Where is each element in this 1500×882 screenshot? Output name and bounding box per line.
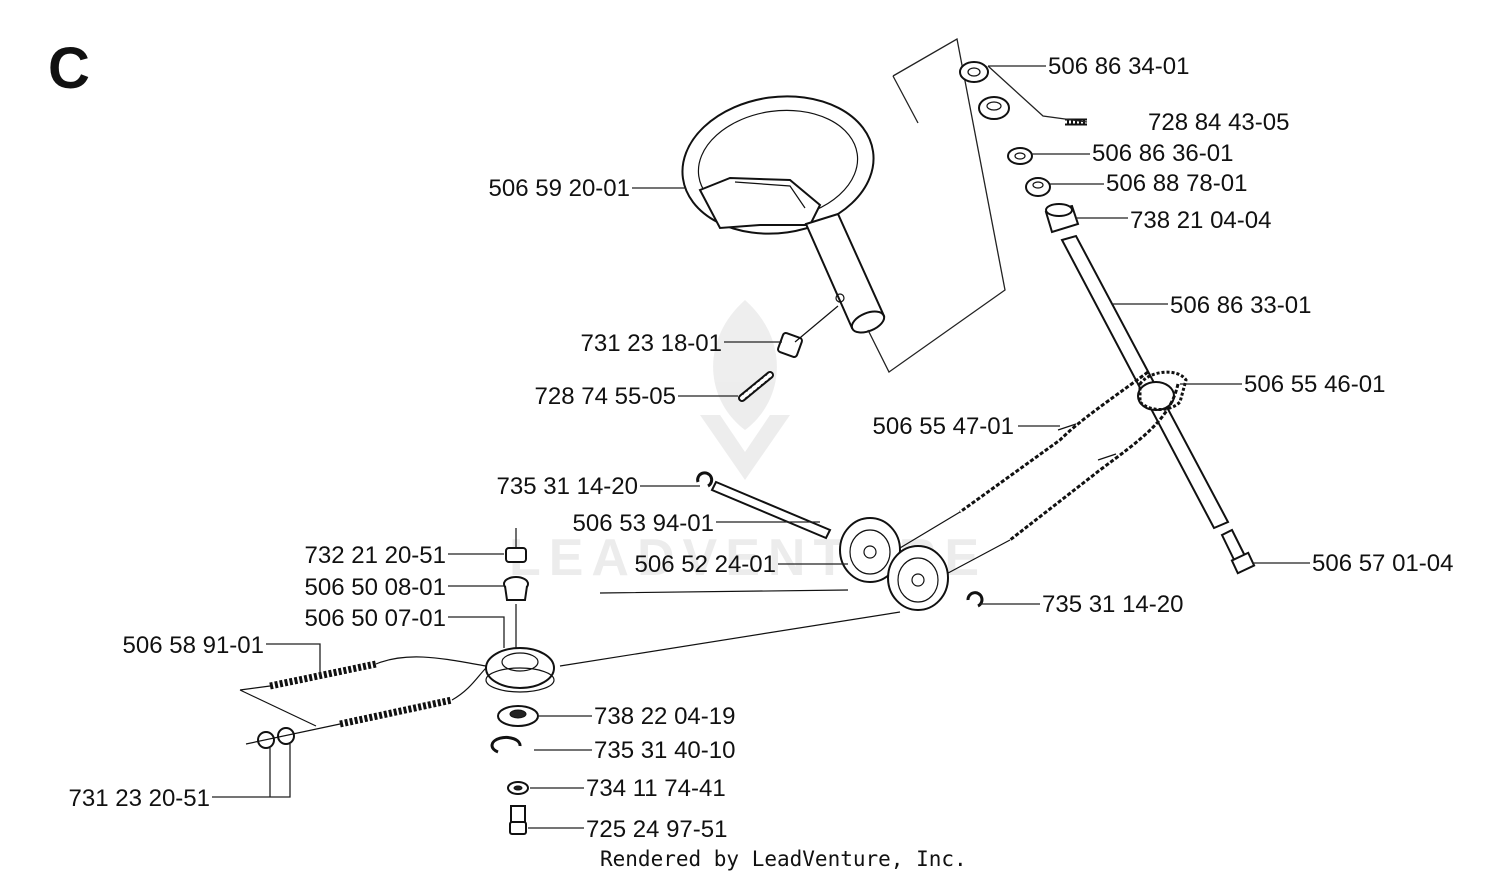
callout-506-88-78-01: 506 88 78-01: [1106, 170, 1247, 197]
watermark-logo: [700, 300, 790, 480]
pulley-axle: [559, 471, 984, 667]
callout-738-21-04-04: 738 21 04-04: [1130, 207, 1271, 234]
callout-506-86-36-01: 506 86 36-01: [1092, 140, 1233, 167]
callout-506-86-34-01: 506 86 34-01: [1048, 53, 1189, 80]
callout-738-22-04-19: 738 22 04-19: [594, 703, 735, 730]
steering-shaft: [959, 61, 1256, 575]
callout-735-31-14-20-bottom: 735 31 14-20: [1042, 591, 1183, 618]
callout-506-57-01-04: 506 57 01-04: [1312, 550, 1453, 577]
callout-731-23-18-01: 731 23 18-01: [581, 330, 722, 357]
callout-506-86-33-01: 506 86 33-01: [1170, 292, 1311, 319]
callout-735-31-14-20-top: 735 31 14-20: [497, 473, 638, 500]
callout-506-55-47-01: 506 55 47-01: [873, 413, 1014, 440]
section-label: C: [48, 36, 90, 101]
callout-506-50-08-01: 506 50 08-01: [305, 574, 446, 601]
callout-506-53-94-01: 506 53 94-01: [573, 510, 714, 537]
callout-734-11-74-41: 734 11 74-41: [586, 775, 726, 802]
tie-rods: [239, 656, 487, 749]
callout-731-23-20-51: 731 23 20-51: [69, 785, 210, 812]
callout-506-55-46-01: 506 55 46-01: [1244, 371, 1385, 398]
footer-credit: Rendered by LeadVenture, Inc.: [600, 847, 967, 871]
callout-728-84-43-05: 728 84 43-05: [1148, 109, 1289, 136]
callout-735-31-40-10: 735 31 40-10: [594, 737, 735, 764]
leader-lines: [212, 65, 1310, 829]
part-callouts: 506 86 34-01 728 84 43-05 506 86 36-01 5…: [69, 53, 1454, 843]
callout-728-74-55-05: 728 74 55-05: [535, 383, 676, 410]
callout-506-50-07-01: 506 50 07-01: [305, 605, 446, 632]
callout-732-21-20-51: 732 21 20-51: [305, 542, 446, 569]
lower-pivot: [485, 528, 555, 835]
callout-506-58-91-01: 506 58 91-01: [123, 632, 264, 659]
callout-725-24-97-51: 725 24 97-51: [586, 816, 727, 843]
steering-wheel: [681, 95, 886, 334]
callout-506-52-24-01: 506 52 24-01: [635, 551, 776, 578]
callout-506-59-20-01: 506 59 20-01: [489, 175, 630, 202]
